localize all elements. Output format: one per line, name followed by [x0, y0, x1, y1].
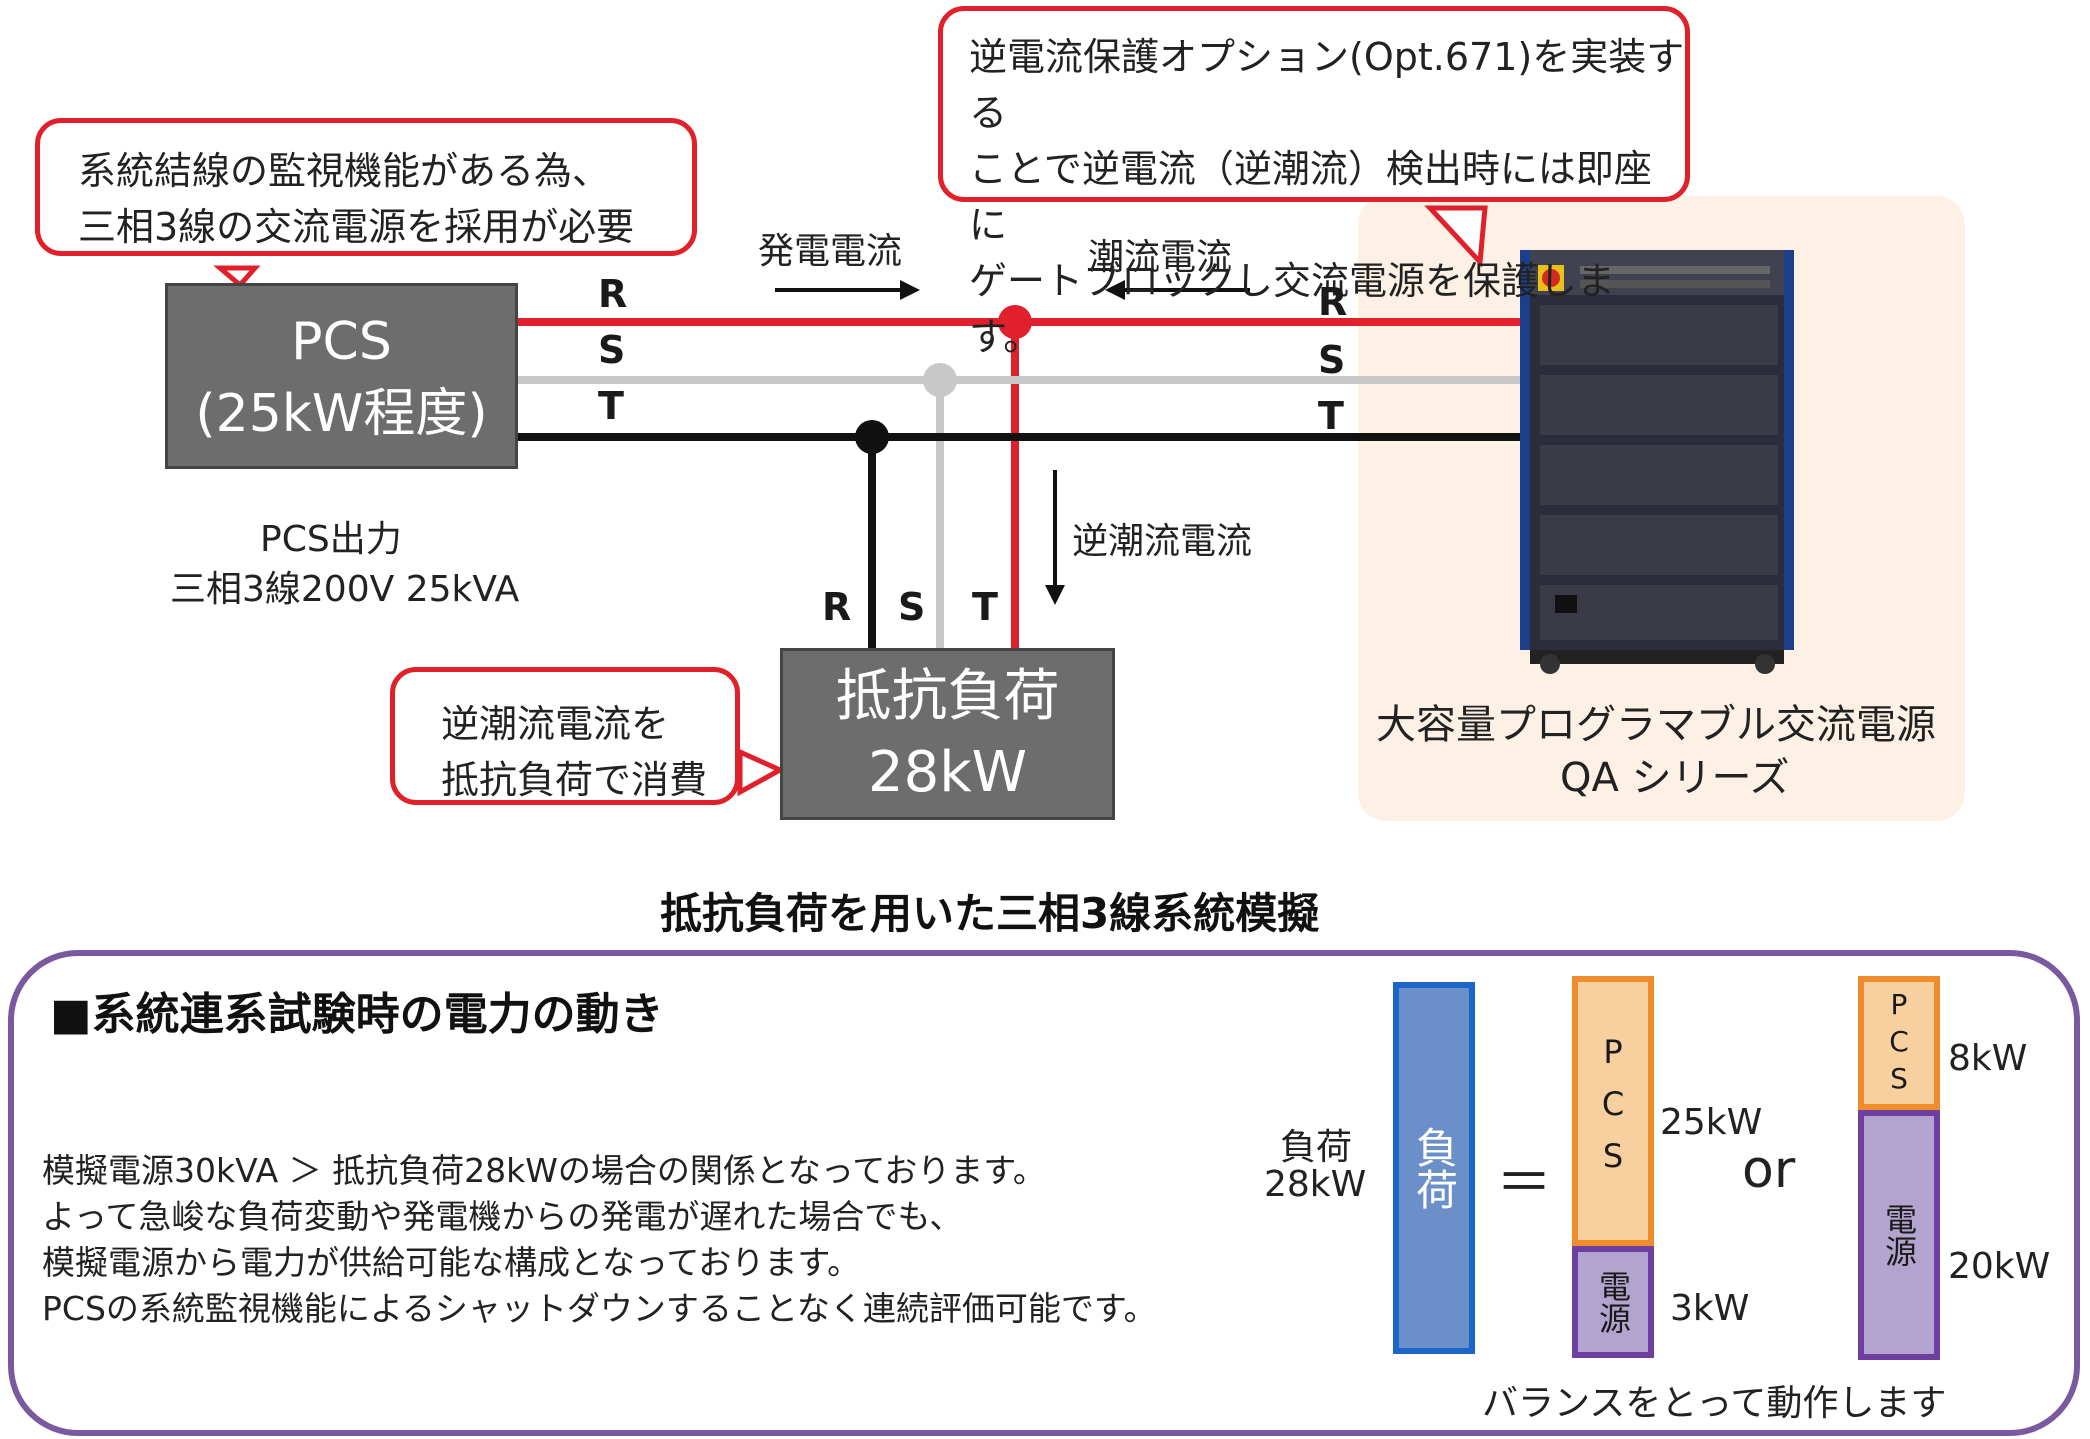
- body-line: 模擬電源30kVA ＞ 抵抗負荷28kWの場合の関係となっております。: [42, 1151, 1046, 1190]
- t-junction: [855, 420, 889, 454]
- case2-pcs-label: PCS: [1882, 987, 1916, 1099]
- case2-src-kw: 20kW: [1948, 1246, 2051, 1287]
- power-section-body: 模擬電源30kVA ＞ 抵抗負荷28kWの場合の関係となっております。 よって急…: [42, 1148, 1157, 1332]
- callout-reverse-protection: 逆電流保護オプション(Opt.671)を実装する ことで逆電流（逆潮流）検出時に…: [938, 6, 1690, 359]
- callout-tail-load: [737, 748, 786, 797]
- phase-label-r-right: R: [1318, 280, 1348, 324]
- case2-src-bar: 電源: [1858, 1110, 1940, 1360]
- case2-pcs-bar: PCS: [1858, 976, 1940, 1110]
- case1-pcs-label: PCS: [1594, 1033, 1632, 1189]
- r-junction: [998, 305, 1032, 339]
- case2-src-label: 電源: [1880, 1203, 1918, 1267]
- load-box: 抵抗負荷 28kW: [780, 648, 1115, 820]
- load-title: 抵抗負荷: [835, 664, 1060, 729]
- generation-current-label: 発電電流: [758, 231, 903, 272]
- pcs-box: PCS (25kW程度): [165, 283, 518, 469]
- arrow-down-icon: [1045, 470, 1065, 605]
- reverse-flow-current-label: 逆潮流電流: [1072, 521, 1253, 562]
- body-line: 模擬電源から電力が供給可能な構成となっております。: [42, 1243, 861, 1282]
- wiring-diagram: [213, 196, 1965, 821]
- equals-sign: ＝: [1496, 1151, 1552, 1216]
- case1-pcs-bar: PCS: [1572, 976, 1654, 1246]
- power-section-panel: [8, 950, 2080, 1436]
- phase-label-r-bottom: R: [822, 585, 852, 629]
- phase-label-s-left: S: [598, 328, 626, 372]
- balance-caption: バランスをとって動作します: [1482, 1383, 1947, 1424]
- phase-label-t-left: T: [598, 384, 624, 428]
- phase-label-t-bottom: T: [972, 585, 998, 629]
- callout-line: 三相3線の交流電源を採用が必要: [78, 205, 635, 249]
- case1-src-label: 電源: [1594, 1270, 1632, 1334]
- case1-src-kw: 3kW: [1670, 1288, 1750, 1329]
- load-value: 28kW: [1264, 1164, 1367, 1205]
- callout-tail-protect: [1424, 205, 1488, 268]
- arrow-left-icon: [1105, 280, 1250, 300]
- load-bar-label: 負荷: [1409, 1126, 1459, 1210]
- load-bar: 負荷: [1393, 982, 1475, 1354]
- pcs-subtitle: (25kW程度): [195, 384, 488, 444]
- phase-label-r-left: R: [598, 272, 628, 316]
- callout-load-consumption: 逆潮流電流を 抵抗負荷で消費: [390, 667, 740, 805]
- s-junction: [923, 363, 957, 397]
- callout-line: ゲートブロックし交流電源を保護します。: [969, 259, 1616, 359]
- callout-tail-pcs: [213, 265, 261, 289]
- ac-power-source-device: [1520, 250, 1794, 674]
- source-name: 大容量プログラマブル交流電源: [1376, 702, 1936, 748]
- callout-line: ことで逆電流（逆潮流）検出時には即座に: [969, 147, 1652, 247]
- load-label: 負荷: [1280, 1127, 1353, 1168]
- pcs-output-spec: 三相3線200V 25kVA: [170, 569, 520, 610]
- callout-pcs-requirement: 系統結線の監視機能がある為、 三相3線の交流電源を採用が必要: [35, 118, 697, 256]
- diagram-caption: 抵抗負荷を用いた三相3線系統模擬: [660, 889, 1320, 938]
- arrow-right-icon: [775, 280, 920, 300]
- callout-line: 逆潮流電流を: [441, 702, 670, 746]
- callout-line: 逆電流保護オプション(Opt.671)を実装する: [969, 35, 1685, 135]
- power-flow-current-label: 潮流電流: [1088, 237, 1233, 278]
- case1-pcs-kw: 25kW: [1660, 1102, 1763, 1143]
- body-line: PCSの系統監視機能によるシャットダウンすることなく連続評価可能です。: [42, 1289, 1157, 1328]
- load-power: 28kW: [867, 740, 1028, 805]
- source-series: QA シリーズ: [1560, 755, 1790, 801]
- callout-line: 系統結線の監視機能がある為、: [78, 149, 611, 193]
- pcs-output-label: PCS出力: [260, 519, 402, 560]
- pcs-title: PCS: [291, 312, 392, 372]
- case1-src-bar: 電源: [1572, 1246, 1654, 1358]
- body-line: よって急峻な負荷変動や発電機からの発電が遅れた場合でも、: [42, 1197, 963, 1236]
- phase-label-s-bottom: S: [898, 585, 926, 629]
- callout-line: 抵抗負荷で消費: [441, 758, 708, 802]
- or-label: or: [1742, 1140, 1796, 1200]
- case2-pcs-kw: 8kW: [1948, 1038, 2028, 1079]
- phase-label-s-right: S: [1318, 338, 1346, 382]
- phase-label-t-right: T: [1318, 394, 1344, 438]
- power-section-heading: ■系統連系試験時の電力の動き: [50, 989, 664, 1040]
